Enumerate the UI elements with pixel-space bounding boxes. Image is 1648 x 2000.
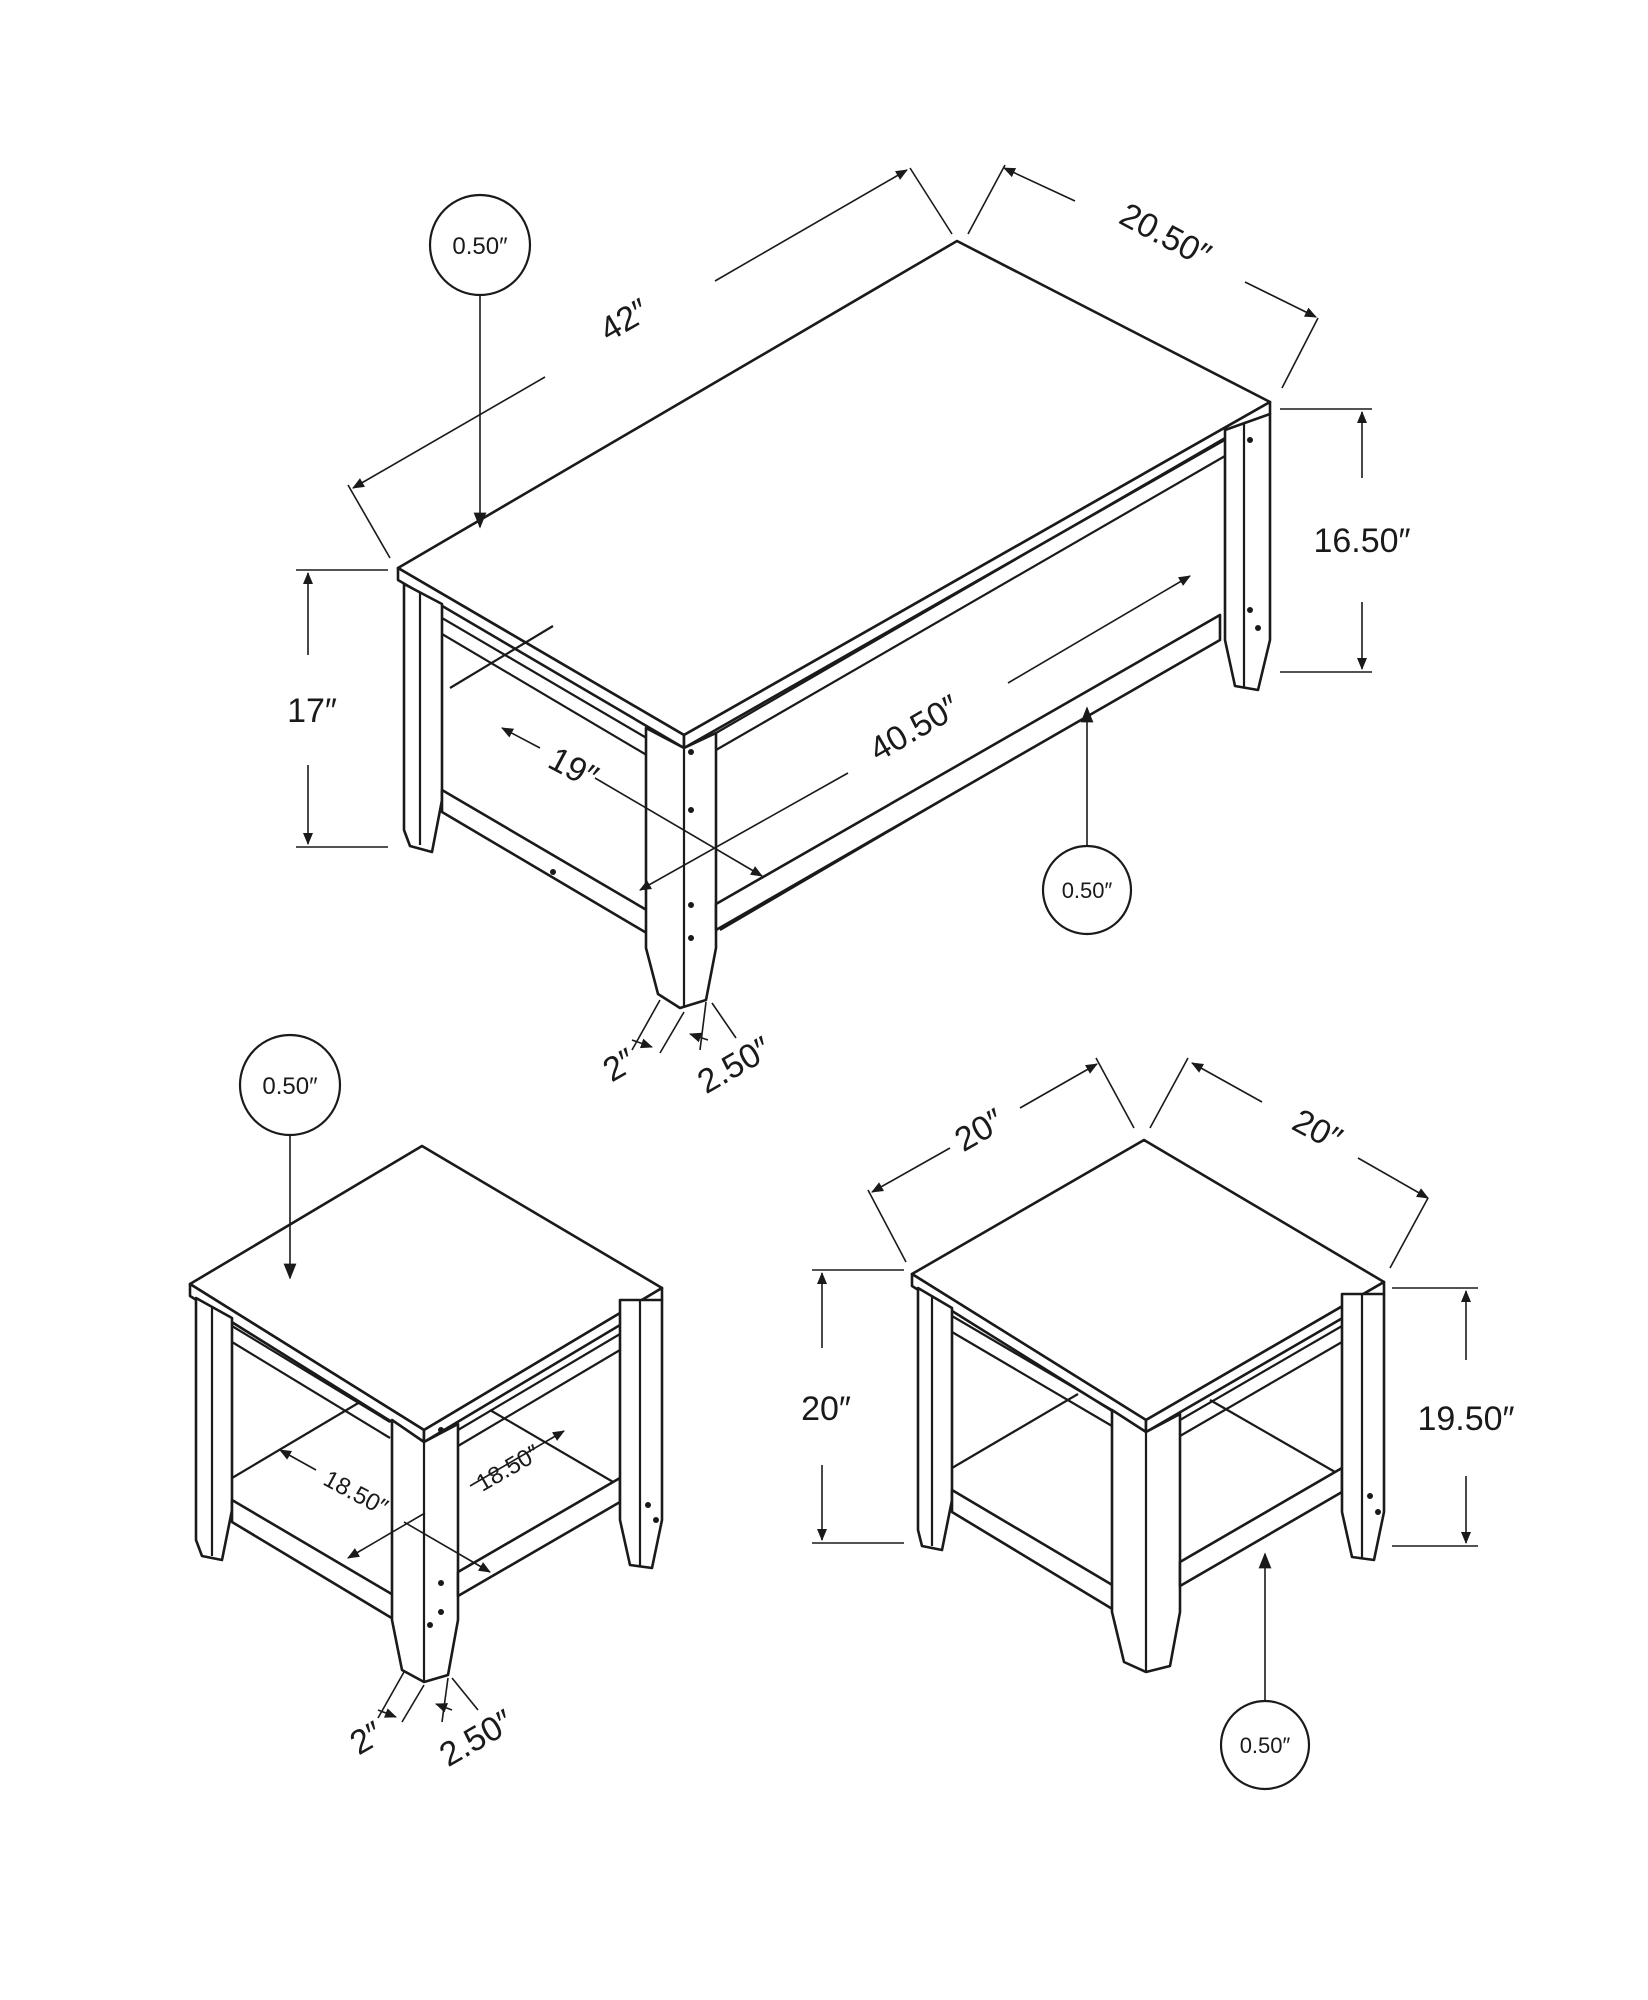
coffee-table-leg-front-right <box>644 726 718 1010</box>
end-table-left-top <box>188 1144 664 1432</box>
end-table-right-inner-height-label: 19.50″ <box>1417 1400 1514 1438</box>
coffee-table-leg-front-left <box>402 582 444 854</box>
coffee-table-length-label: 42″ <box>593 292 655 350</box>
end-table-left-leg-outer-label: 2.50″ <box>433 1702 520 1774</box>
coffee-table-inner-height-label: 16.50″ <box>1313 522 1410 560</box>
end-table-right-height-label: 20″ <box>801 1390 851 1428</box>
coffee-table-shelf-side <box>714 613 1222 932</box>
end-table-right-width-label: 20″ <box>948 1102 1010 1160</box>
coffee-table-leg-outer-label: 2.50″ <box>691 1029 778 1101</box>
end-table-left-shelf-depth-label: 18.50″ <box>472 1439 545 1497</box>
end-table-right: 20″ 20″ 20″ 19.50″ 0.50″ <box>801 1057 1515 1791</box>
end-table-left: 0.50″ 18.50″ 18.50″ 2″ 2.50″ <box>188 1033 664 1774</box>
coffee-table-leg-inner-label: 2″ <box>597 1041 643 1089</box>
coffee-table-shelf-front <box>440 788 652 937</box>
coffee-table-depth-label: 20.50″ <box>1113 196 1217 275</box>
end-table-right-shelf-thickness-label: 0.50″ <box>1240 1733 1291 1758</box>
end-table-left-leg-inner-label: 2″ <box>344 1714 390 1762</box>
coffee-table-shelf-thickness-label: 0.50″ <box>1062 878 1113 903</box>
coffee-table-height-label: 17″ <box>287 692 337 730</box>
coffee-table-leg-back-right <box>1223 412 1272 692</box>
coffee-table-shelf-length-label: 40.50″ <box>863 688 966 769</box>
end-table-right-depth-label: 20″ <box>1286 1102 1348 1159</box>
end-table-left-shelf-width-label: 18.50″ <box>319 1465 393 1521</box>
coffee-table-top-thickness-label: 0.50″ <box>452 233 508 260</box>
end-table-right-top <box>910 1138 1386 1422</box>
coffee-table-shelf-depth-label: 19″ <box>542 740 604 797</box>
coffee-table: 42″ 20.50″ 17″ 16.50″ 40.50″ 19″ 0.50″ <box>287 164 1411 1101</box>
end-table-left-top-thickness-label: 0.50″ <box>262 1073 318 1100</box>
